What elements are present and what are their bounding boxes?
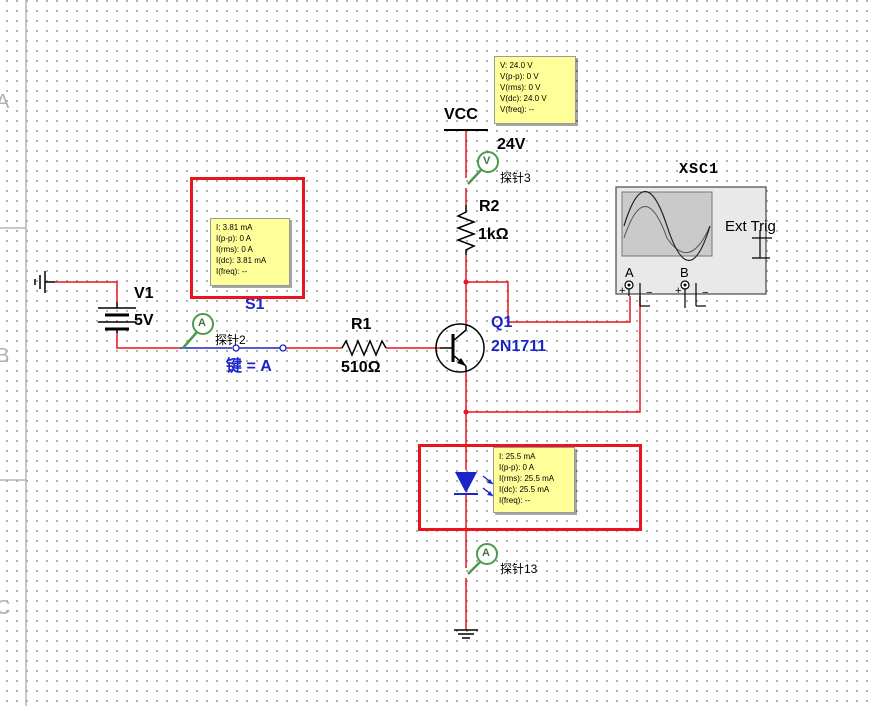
tooltip-line: V(rms): 0 V: [500, 83, 541, 92]
probe3-readout-tooltip: V: 24.0 V V(p-p): 0 V V(rms): 0 V V(dc):…: [494, 56, 576, 124]
xsc1-b-minus-label: −: [702, 287, 709, 299]
q1-transistor-symbol[interactable]: [435, 323, 485, 373]
v1-value-label: 5V: [134, 312, 154, 329]
wires: [55, 130, 641, 630]
ground-left-symbol[interactable]: [34, 271, 55, 293]
junction-collector: [463, 279, 469, 285]
xsc1-a-minus-label: −: [646, 287, 653, 299]
r1-resistor-symbol[interactable]: [341, 339, 387, 357]
border-row-c: C: [0, 597, 11, 619]
r1-name-label: R1: [351, 316, 372, 333]
probe13-symbol[interactable]: [467, 543, 498, 575]
tooltip-line: I(p-p): 0 A: [499, 463, 535, 472]
border-row-b: B: [0, 345, 10, 367]
probe2-symbol[interactable]: [182, 313, 214, 349]
vcc-name-label: VCC: [444, 106, 478, 123]
r1-value-label: 510Ω: [341, 359, 381, 376]
s1-name-label: S1: [245, 296, 265, 313]
tooltip-line: I: 3.81 mA: [216, 223, 253, 232]
xsc1-oscilloscope-symbol[interactable]: [615, 186, 772, 308]
tooltip-line: I(p-p): 0 A: [216, 234, 252, 243]
ground-bottom-symbol[interactable]: [454, 629, 478, 639]
probe2-label: 探针2: [215, 333, 246, 347]
tooltip-line: V: 24.0 V: [500, 61, 533, 70]
wire-emitter-scope[interactable]: [465, 296, 641, 413]
led-symbol[interactable]: [454, 472, 494, 497]
highlight-box-led: [418, 444, 642, 531]
probe13-readout-tooltip: I: 25.5 mA I(p-p): 0 A I(rms): 25.5 mA I…: [493, 447, 575, 513]
probe13-label: 探针13: [500, 562, 538, 576]
vcc-value-label: 24V: [497, 136, 526, 153]
tooltip-line: V(freq): --: [500, 105, 535, 114]
tooltip-line: I(rms): 25.5 mA: [499, 474, 555, 483]
probe2-ammeter-icon: A: [198, 317, 206, 329]
wire-ground-v1[interactable]: [55, 281, 118, 302]
probe3-voltmeter-icon: V: [483, 155, 491, 167]
xsc1-ext-trig-label: Ext Trig: [725, 218, 776, 235]
q1-name-label: Q1: [491, 314, 513, 331]
xsc1-channel-b-label: B: [680, 265, 689, 280]
tooltip-line: I(dc): 3.81 mA: [216, 256, 267, 265]
tooltip-line: I(freq): --: [499, 496, 531, 505]
probe3-label: 探针3: [500, 171, 531, 185]
xsc1-a-plus-label: +: [619, 285, 626, 297]
probe2-readout-tooltip: I: 3.81 mA I(p-p): 0 A I(rms): 0 A I(dc)…: [210, 218, 290, 286]
tooltip-line: V(dc): 24.0 V: [500, 94, 547, 103]
probe3-symbol[interactable]: [467, 151, 499, 185]
tooltip-line: I: 25.5 mA: [499, 452, 536, 461]
junction-emitter: [463, 409, 469, 415]
v1-name-label: V1: [134, 285, 154, 302]
v1-battery-symbol[interactable]: [98, 302, 136, 333]
r2-name-label: R2: [479, 198, 500, 215]
highlight-box-probe2: [190, 177, 305, 299]
xsc1-name-label: XSC1: [679, 161, 720, 178]
r2-value-label: 1kΩ: [478, 226, 509, 243]
xsc1-channel-a-label: A: [625, 265, 634, 280]
tooltip-line: I(freq): --: [216, 267, 248, 276]
tooltip-line: V(p-p): 0 V: [500, 72, 539, 81]
probe13-ammeter-icon: A: [482, 547, 490, 559]
s1-switch-symbol[interactable]: [232, 344, 287, 352]
wire-collector-scope-a[interactable]: [466, 281, 631, 323]
s1-key-label: 键 = A: [226, 358, 272, 375]
wire-v1-probe2[interactable]: [116, 333, 180, 349]
tooltip-line: I(rms): 0 A: [216, 245, 253, 254]
tooltip-line: I(dc): 25.5 mA: [499, 485, 550, 494]
border-row-a: A: [0, 91, 10, 113]
q1-model-label: 2N1711: [491, 338, 547, 355]
xsc1-b-plus-label: +: [675, 285, 682, 297]
r2-resistor-symbol[interactable]: [455, 205, 477, 255]
